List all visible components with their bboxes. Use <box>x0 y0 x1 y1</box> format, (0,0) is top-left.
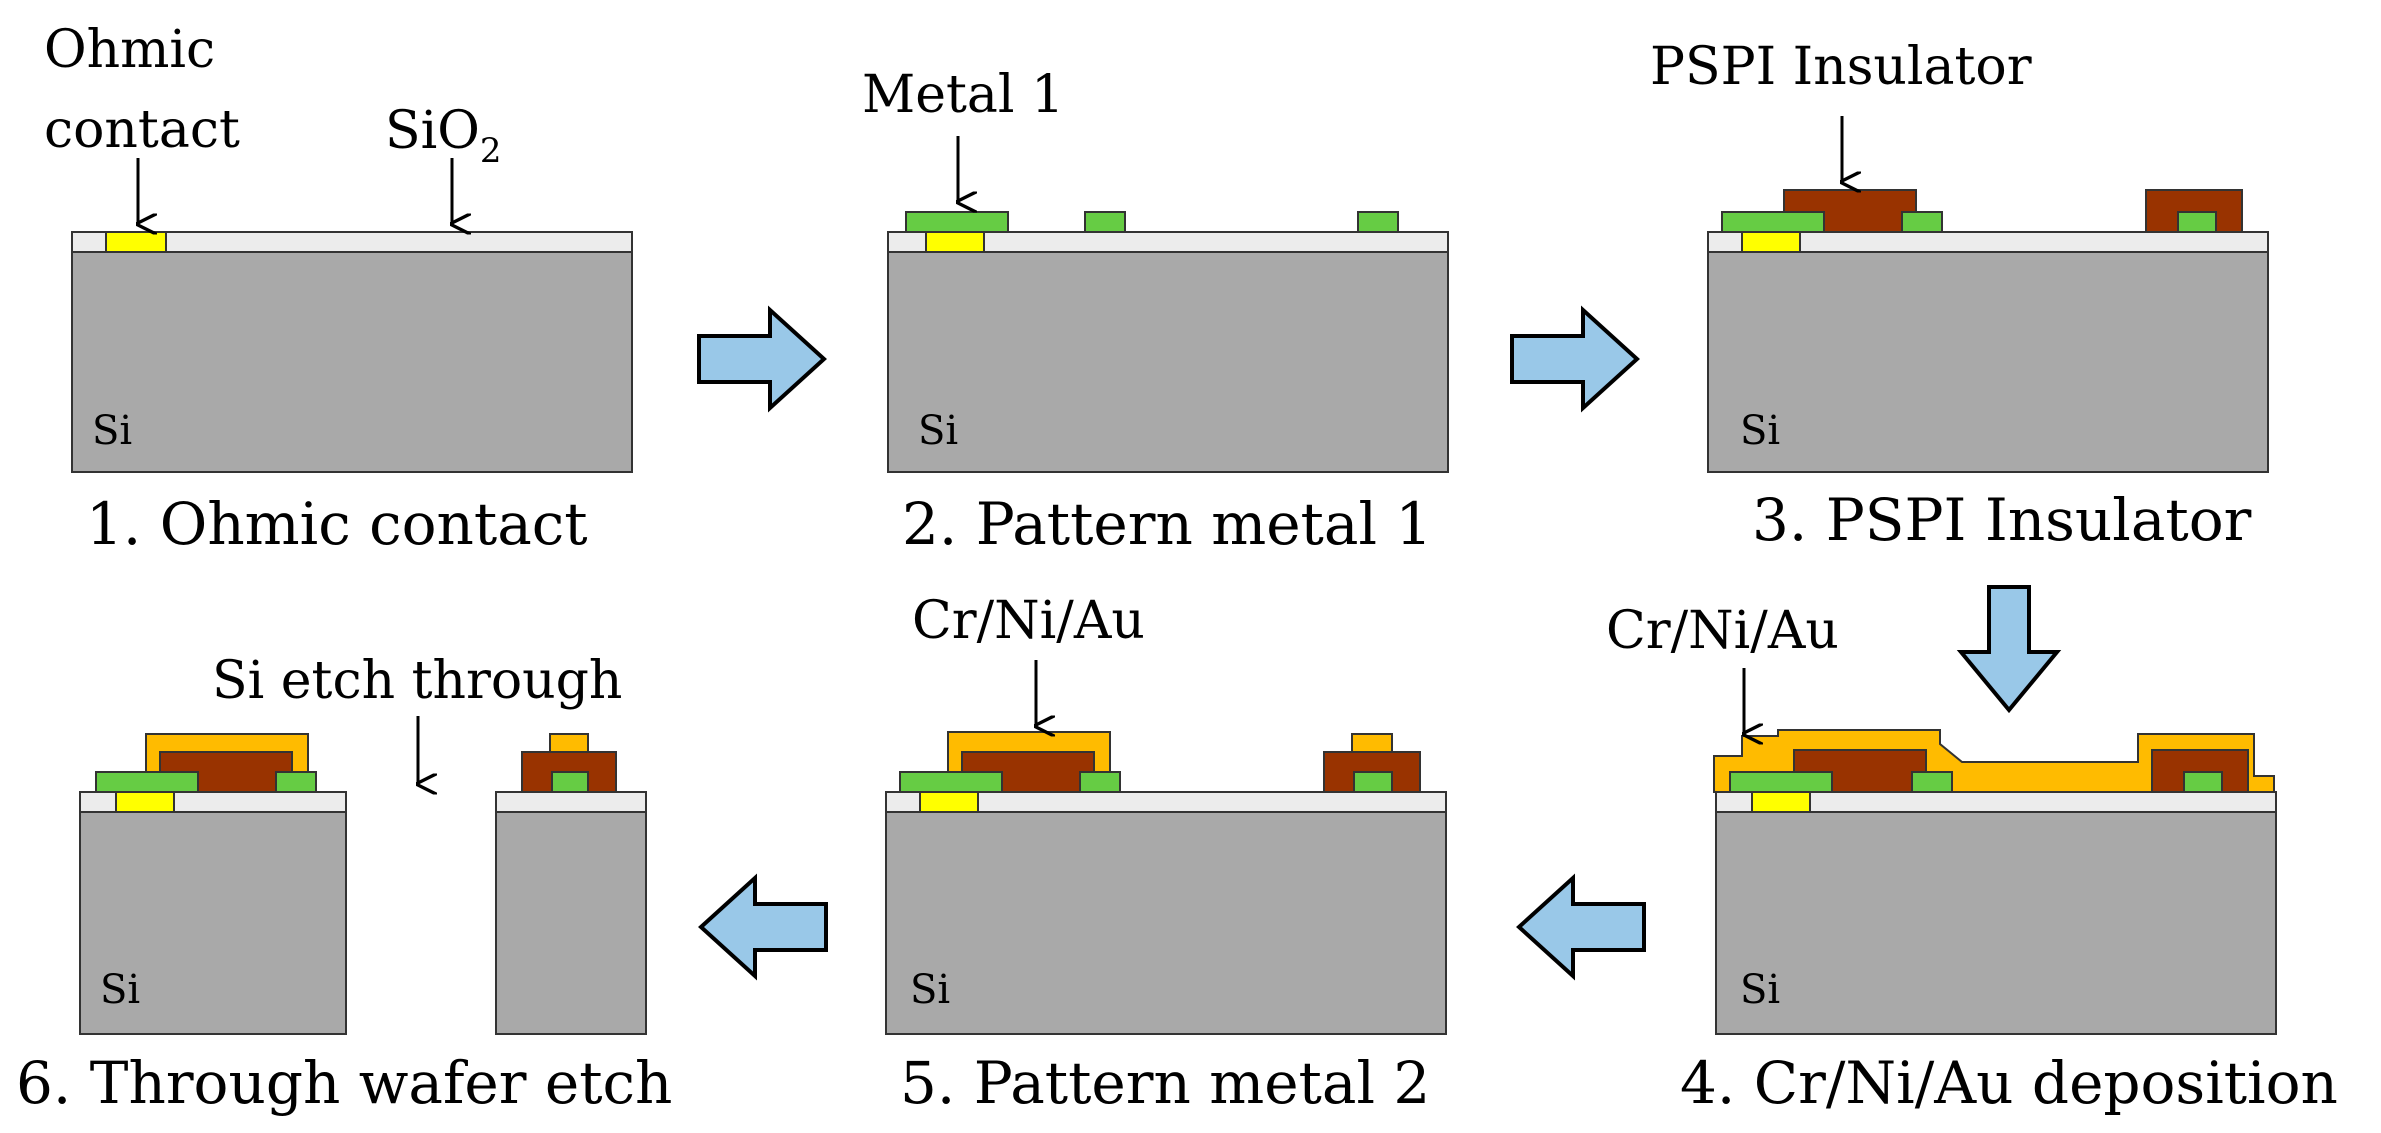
sio2-layer <box>1707 231 2269 253</box>
metal1-pad <box>95 771 199 793</box>
ohmic-label-line2: contact <box>44 100 240 160</box>
step-2: Si Metal 1 2. Pattern metal 1 <box>862 65 1449 558</box>
ohmic-contact <box>925 231 985 253</box>
sio2-layer <box>495 791 647 813</box>
si-etch-label: Si etch through <box>212 651 622 711</box>
crniau-label: Cr/Ni/Au <box>912 591 1145 651</box>
block-arrow-icon <box>1516 873 1646 981</box>
metal1-pad <box>551 771 589 793</box>
crniau-label: Cr/Ni/Au <box>1606 601 1839 661</box>
ohmic-contact <box>1741 231 1801 253</box>
silicon-substrate <box>1707 251 2269 473</box>
step-caption: 6. Through wafer etch <box>16 1049 672 1117</box>
ohmic-contact <box>919 791 979 813</box>
sio2-layer <box>887 231 1449 253</box>
substrate-label: Si <box>100 967 140 1013</box>
metal1-pad <box>899 771 1003 793</box>
metal1-label: Metal 1 <box>862 65 1064 125</box>
silicon-substrate <box>885 811 1447 1035</box>
silicon-substrate <box>887 251 1449 473</box>
step-caption: 5. Pattern metal 2 <box>900 1049 1430 1117</box>
step-caption: 1. Ohmic contact <box>86 490 588 558</box>
step-caption: 3. PSPI Insulator <box>1752 486 2252 554</box>
sio2-label: SiO2 <box>385 101 502 171</box>
ohmic-contact <box>1751 791 1811 813</box>
block-arrow-icon <box>697 305 827 413</box>
metal1-pad <box>1353 771 1393 793</box>
pspi-label: PSPI Insulator <box>1650 37 2032 97</box>
metal1-pad <box>1901 211 1943 233</box>
ohmic-contact <box>115 791 175 813</box>
substrate-label: Si <box>92 408 132 454</box>
substrate-label: Si <box>910 967 950 1013</box>
substrate-label: Si <box>1740 967 1780 1013</box>
silicon-substrate <box>1715 811 2277 1035</box>
step-6: Si Si etch through 6. Through wafer etch <box>16 651 672 1117</box>
block-arrow-icon <box>1510 305 1640 413</box>
substrate-label: Si <box>1740 408 1780 454</box>
ohmic-label-line1: Ohmic <box>44 20 215 80</box>
step-3: Si PSPI Insulator 3. PSPI Insulator <box>1650 37 2269 554</box>
metal2-pad <box>549 733 589 753</box>
silicon-substrate <box>71 251 633 473</box>
block-arrow-icon <box>1956 585 2062 714</box>
step-5: Si Cr/Ni/Au 5. Pattern metal 2 <box>885 591 1447 1117</box>
metal1-pad <box>275 771 317 793</box>
step-caption: 2. Pattern metal 1 <box>902 490 1432 558</box>
metal1-pad <box>1911 771 1953 793</box>
step-caption: 4. Cr/Ni/Au deposition <box>1680 1049 2338 1117</box>
metal1-pad <box>2177 211 2217 233</box>
step-1: Si Ohmic contact SiO2 1. Ohmic contact <box>44 20 633 558</box>
sio2-layer <box>71 231 633 253</box>
metal1-pad <box>1729 771 1833 793</box>
metal1-pad <box>2183 771 2223 793</box>
metal1-pad <box>1357 211 1399 233</box>
metal1-pad <box>1084 211 1126 233</box>
step-4: Si Cr/Ni/Au 4. Cr/Ni/Au deposition <box>1606 601 2338 1117</box>
metal1-pad <box>905 211 1009 233</box>
block-arrow-icon <box>698 873 828 981</box>
metal1-pad <box>1079 771 1121 793</box>
sio2-layer <box>885 791 1447 813</box>
silicon-substrate <box>495 811 647 1035</box>
ohmic-contact <box>105 231 167 253</box>
metal2-pad <box>1351 733 1393 753</box>
silicon-substrate <box>79 811 347 1035</box>
metal1-pad <box>1721 211 1825 233</box>
substrate-label: Si <box>918 408 958 454</box>
